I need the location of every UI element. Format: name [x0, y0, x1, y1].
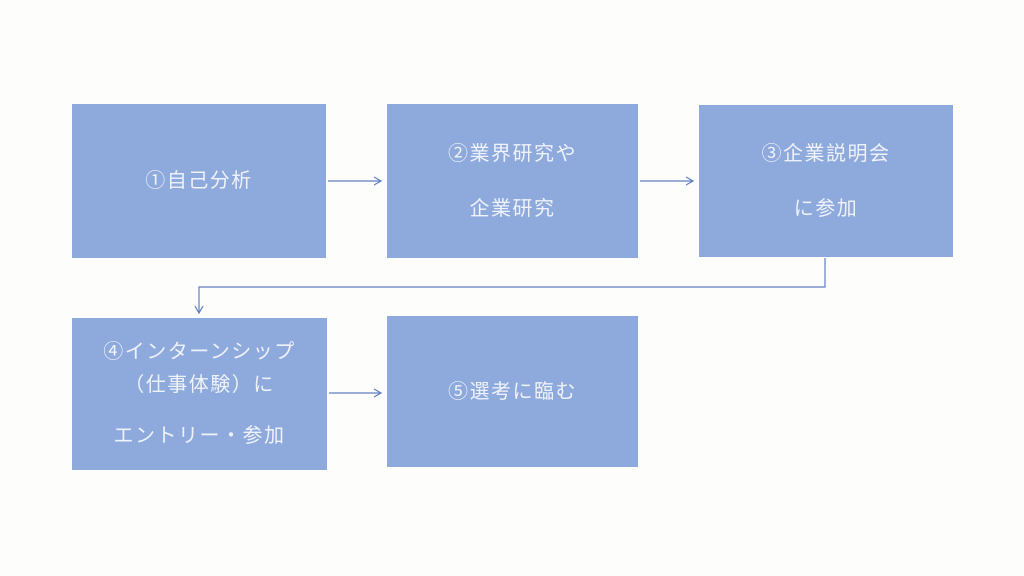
flow-step-5-selection: ⑤選考に臨む — [387, 316, 638, 467]
step-2-label-line-2: 企業研究 — [469, 197, 556, 220]
step-5-label: ⑤選考に臨む — [448, 380, 577, 403]
flow-step-1-self-analysis: ①自己分析 — [72, 104, 326, 258]
step-4-label-line-1: ④インターンシップ — [103, 341, 296, 363]
step-3-label-line-1: ③企業説明会 — [761, 142, 891, 165]
flow-step-3-company-info-session: ③企業説明会 に参加 — [699, 105, 953, 257]
flow-step-2-industry-research: ②業界研究や 企業研究 — [387, 104, 638, 258]
step-2-label-line-1: ②業界研究や — [448, 142, 577, 165]
step-3-label-line-2: に参加 — [793, 197, 859, 220]
flow-step-4-internship: ④インターンシップ （仕事体験）に エントリー・参加 — [72, 318, 327, 470]
step-4-label-line-2: （仕事体験）に — [124, 374, 275, 396]
arrow-step3-to-step4 — [199, 258, 826, 313]
step-4-label-line-3: エントリー・参加 — [113, 425, 286, 447]
step-1-label: ①自己分析 — [145, 170, 253, 192]
